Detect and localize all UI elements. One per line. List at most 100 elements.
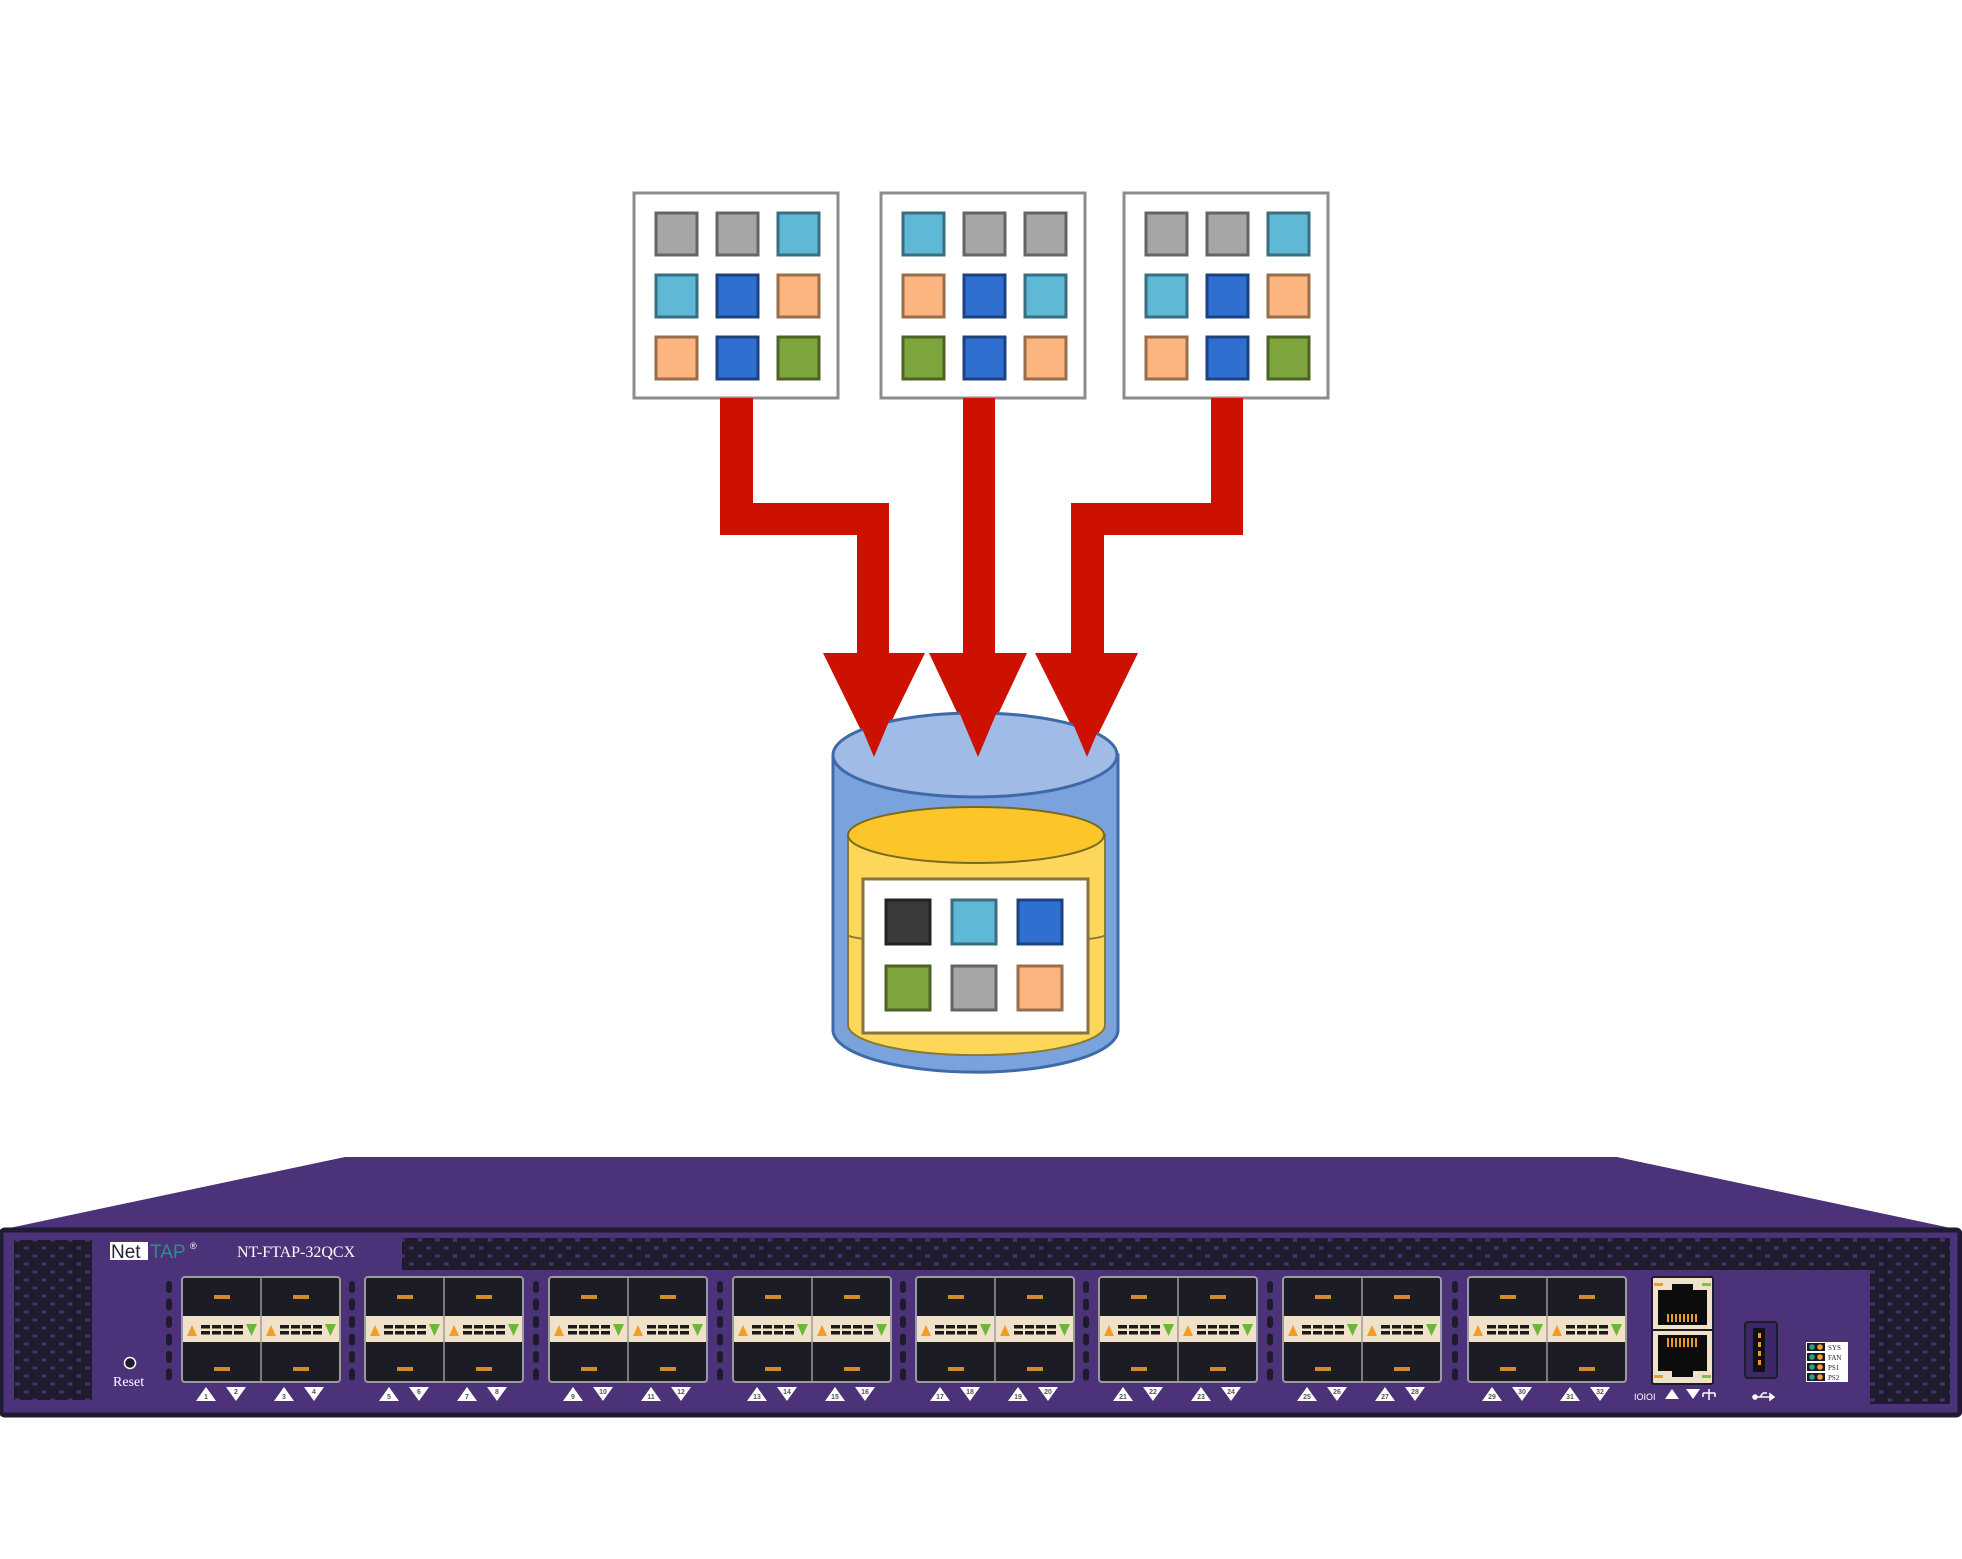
packet-stream-box-2 (879, 191, 1087, 400)
vent-left (14, 1240, 92, 1400)
led-label-fan: FAN (1828, 1354, 1841, 1362)
svg-text:®: ® (190, 1241, 197, 1251)
qsfp-cage[interactable] (1104, 1295, 1174, 1371)
port-number: 4 (312, 1389, 316, 1396)
svg-text:Net: Net (111, 1242, 141, 1263)
port-number: 30 (1518, 1389, 1526, 1396)
port-number: 8 (495, 1389, 499, 1396)
packet-cell-gray (1023, 211, 1068, 257)
port-32-indicator-icon (1590, 1387, 1610, 1401)
port-15-indicator-icon (825, 1387, 845, 1401)
port-8-indicator-icon (487, 1387, 507, 1401)
packet-cell-green (1266, 335, 1311, 381)
packet-cell-blue (715, 335, 760, 381)
port-30-indicator-icon (1512, 1387, 1532, 1401)
activity-led-icon (797, 1324, 808, 1336)
usb-icon (1752, 1392, 1776, 1402)
packet-cell-light_blue (1023, 273, 1068, 319)
link-led-icon (1288, 1325, 1298, 1336)
aggregated-cell-black (884, 898, 932, 946)
port-number: 25 (1303, 1394, 1311, 1401)
packet-stream-box-3 (1122, 191, 1330, 400)
link-led-icon (921, 1325, 931, 1336)
qsfp-port-group-4: 13 14 15 16 (717, 1276, 892, 1401)
usb-port[interactable] (1744, 1321, 1778, 1379)
port-number: 10 (599, 1389, 607, 1396)
qsfp-cage[interactable] (1288, 1295, 1358, 1371)
rj45-port-2[interactable] (1654, 1335, 1711, 1378)
qsfp-cage[interactable] (187, 1295, 257, 1371)
console-label: IOIOI (1634, 1392, 1656, 1402)
packet-cell-orange (1144, 335, 1189, 381)
packet-cell-light_blue (776, 211, 821, 257)
activity-led-icon (980, 1324, 991, 1336)
port-3-indicator-icon (274, 1387, 294, 1401)
qsfp-cage[interactable] (1183, 1295, 1253, 1371)
activity-led-icon (246, 1324, 257, 1336)
port-number: 18 (966, 1389, 974, 1396)
port-23-indicator-icon (1191, 1387, 1211, 1401)
port-1-indicator-icon (196, 1387, 216, 1401)
port-27-indicator-icon (1375, 1387, 1395, 1401)
packet-cell-orange (1023, 335, 1068, 381)
port-number: 23 (1197, 1394, 1205, 1401)
port-number: 16 (861, 1389, 869, 1396)
rj45-port-1[interactable] (1654, 1283, 1711, 1325)
link-led-icon (1183, 1325, 1193, 1336)
activity-led-icon (1059, 1324, 1070, 1336)
port-28-indicator-icon (1405, 1387, 1425, 1401)
port-22-indicator-icon (1143, 1387, 1163, 1401)
qsfp-cage[interactable] (633, 1295, 703, 1371)
status-led-orange (1817, 1354, 1823, 1360)
packet-cell-blue (962, 273, 1007, 319)
link-led-icon (1552, 1325, 1562, 1336)
qsfp-cage[interactable] (554, 1295, 624, 1371)
packet-cell-orange (1266, 273, 1311, 319)
mgmt-up-triangle-icon (1665, 1389, 1679, 1399)
port-number: 28 (1411, 1389, 1419, 1396)
aggregated-cell-light_blue (950, 898, 998, 946)
aggregated-cell-blue (1016, 898, 1064, 946)
port-17-indicator-icon (930, 1387, 950, 1401)
port-number: 15 (831, 1394, 839, 1401)
port-number: 14 (783, 1389, 791, 1396)
port-number: 7 (465, 1394, 469, 1401)
vent-right (1870, 1268, 1950, 1404)
qsfp-cage[interactable] (1000, 1295, 1070, 1371)
activity-led-icon (429, 1324, 440, 1336)
qsfp-cage[interactable] (921, 1295, 991, 1371)
qsfp-cage[interactable] (738, 1295, 808, 1371)
qsfp-cage[interactable] (817, 1295, 887, 1371)
reset-label: Reset (113, 1375, 144, 1390)
port-number: 6 (417, 1389, 421, 1396)
status-led-green (1809, 1354, 1815, 1360)
port-number: 27 (1381, 1394, 1389, 1401)
status-led-green (1809, 1374, 1815, 1380)
activity-led-icon (508, 1324, 519, 1336)
aggregated-cell-gray (950, 964, 998, 1012)
status-led-green (1809, 1344, 1815, 1350)
diagram-canvas (632, 191, 1330, 1074)
qsfp-cage[interactable] (1552, 1295, 1622, 1371)
reset-button[interactable] (123, 1356, 137, 1370)
port-number: 26 (1333, 1389, 1341, 1396)
packet-cell-orange (776, 273, 821, 319)
port-number: 19 (1014, 1394, 1022, 1401)
activity-led-icon (1426, 1324, 1437, 1336)
qsfp-cage[interactable] (1367, 1295, 1437, 1371)
qsfp-cage[interactable] (370, 1295, 440, 1371)
qsfp-cage[interactable] (1473, 1295, 1543, 1371)
qsfp-cage[interactable] (449, 1295, 519, 1371)
qsfp-cage[interactable] (266, 1295, 336, 1371)
port-26-indicator-icon (1327, 1387, 1347, 1401)
packet-cell-light_blue (901, 211, 946, 257)
port-21-indicator-icon (1113, 1387, 1133, 1401)
port-number: 13 (753, 1394, 761, 1401)
port-14-indicator-icon (777, 1387, 797, 1401)
port-12-indicator-icon (671, 1387, 691, 1401)
